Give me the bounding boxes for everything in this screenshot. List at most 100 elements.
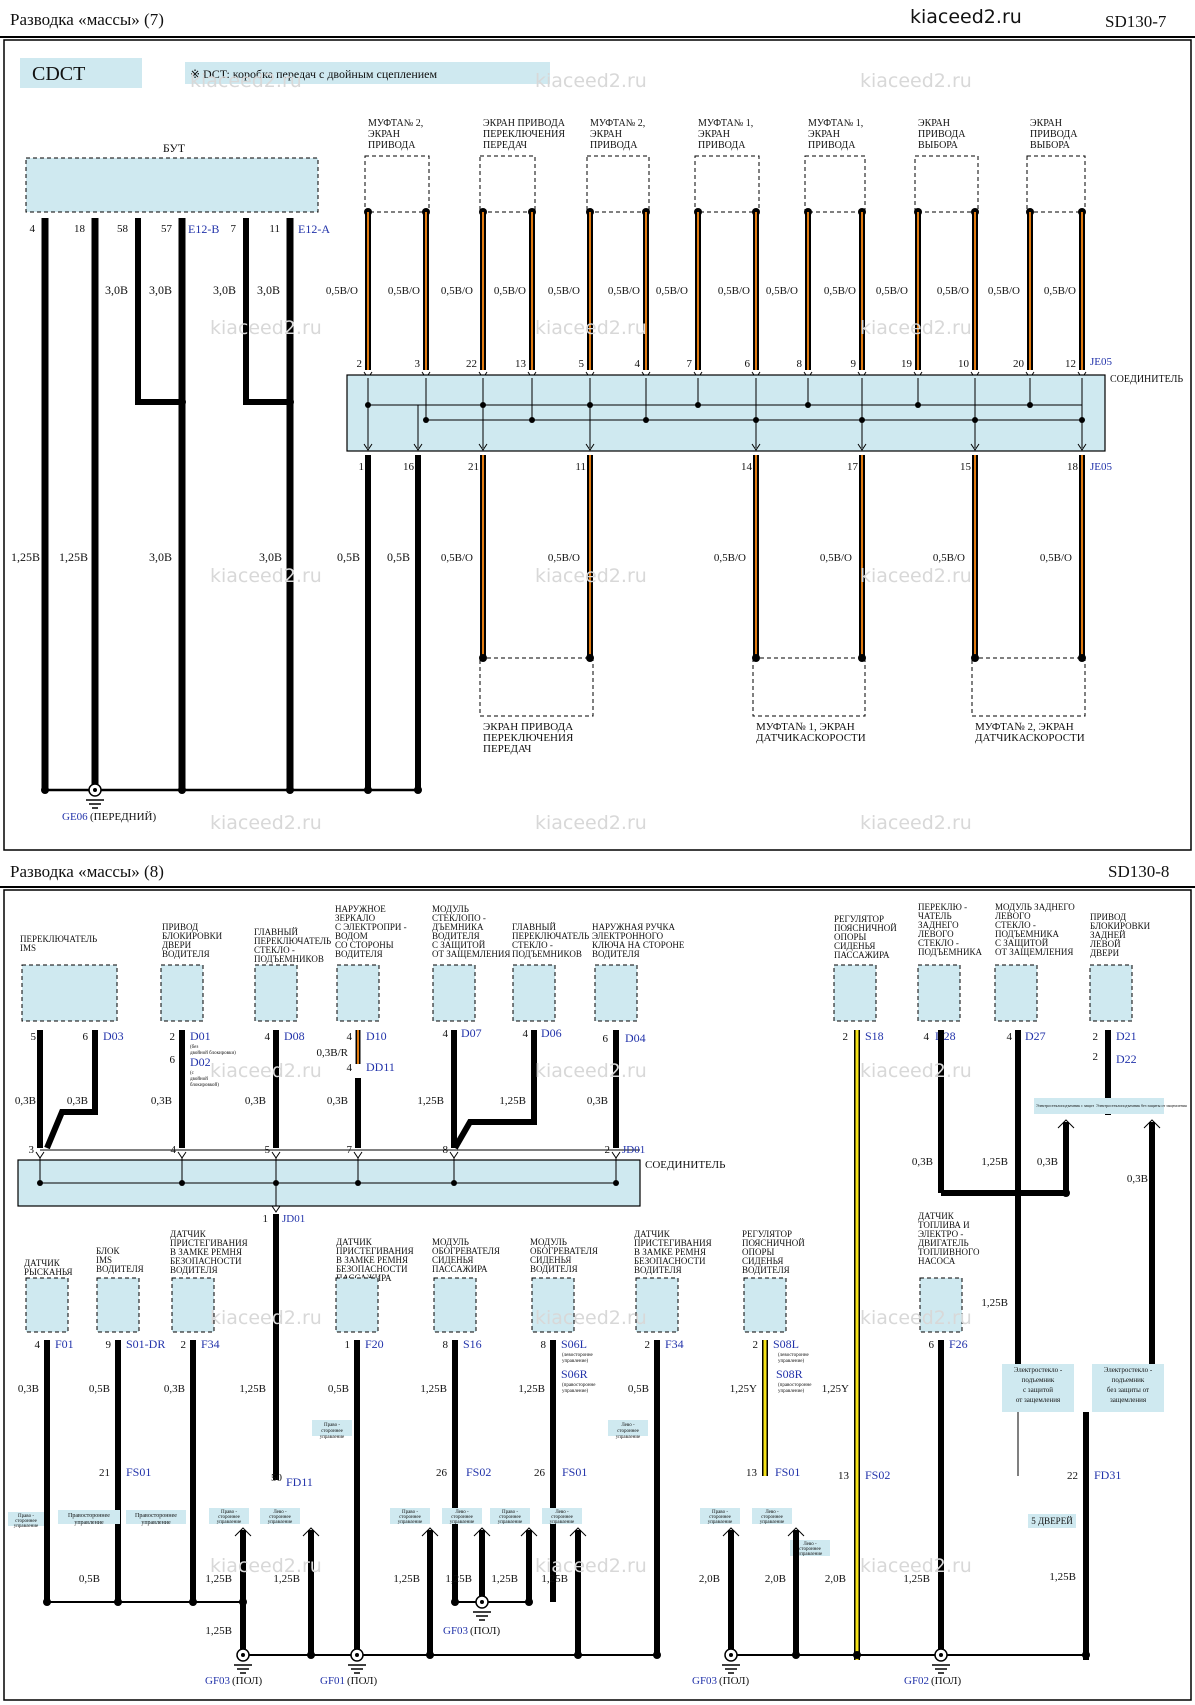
wire-size: 0,3B [912,1156,933,1168]
arrow-down [271,1151,281,1159]
component-label: ТОПЛИВНОГО [918,1247,980,1257]
wire-d03-6 [44,1030,98,1150]
but-pin-label: 58 [117,223,129,235]
ground-sub: (ПОЛ) [470,1625,500,1637]
conn-je05-bot: JE05 [1090,461,1113,473]
component-label: СТЕКЛОПО - [432,913,486,923]
splice-dot [451,1598,459,1606]
splice-dot [178,398,186,406]
pin-label: 3 [29,1144,35,1156]
splice-dot [805,402,811,408]
component-box [21,964,118,1022]
component-label: ВОДИТЕЛЯ [634,1265,682,1275]
component-label: МУФТА№ 1, ЭКРАН [756,721,855,733]
variant-label: стороннее [451,1515,473,1520]
pin-label: 8 [443,1144,449,1156]
variant-label: управление [708,1520,733,1525]
pin-label: 4 [443,1028,449,1040]
component-label: КЛЮЧА НА СТОРОНЕ [592,940,685,950]
conn-fs02b: FS02 [466,1465,491,1479]
cdct-box [20,58,142,88]
component-label: СТЕКЛО - [918,938,959,948]
wire-size: 0,5B/O [876,285,908,297]
component-label: ПАССАЖИРА [432,1264,488,1274]
component-label: ДВИГАТЕЛЬ [918,1238,969,1248]
pin-label: 13 [746,1467,758,1479]
ground-label: GF01 [320,1675,345,1687]
pin-label: 5 [579,358,585,370]
variant-label: Право - [402,1510,418,1515]
component-label: ПОДЪЕМНИКОВ [254,954,324,964]
pin-dot [1078,654,1086,662]
note-label: ※ DCT: коробка передач с двойным сцеплен… [190,67,437,81]
pin-label: 21 [99,1467,110,1479]
wire-size: 1,25Y [822,1383,849,1395]
pin-label: 6 [929,1339,935,1351]
component-label: ПЕРЕКЛЮЧЕНИЯ [483,732,574,744]
component-label: ДАТЧИК [24,1258,61,1268]
conn-fd11: FD11 [286,1475,313,1489]
conn-fs01c: FS01 [775,1465,800,1479]
component-label: ПОЯСНИЧНОЙ [742,1238,805,1248]
component-box [335,1277,379,1333]
component-label: ЭКРАН [808,129,840,140]
component-box [694,155,760,213]
arrow-down [413,443,423,451]
arrow-down [478,443,488,451]
variant-label: стороннее [15,1519,37,1524]
variant-box [1094,1098,1164,1114]
variant-label: Лево - [455,1510,469,1515]
win-variant-box [1092,1364,1164,1412]
pin-label: 2 [181,1339,187,1351]
variant-label: Электростеклоподъемник без защиты от защ… [1096,1103,1187,1108]
arrow-down [449,1151,459,1159]
variant-label: стороннее [399,1515,421,1520]
component-box [512,964,556,1022]
component-label: СО СТОРОНЫ [335,940,394,950]
variant-label: управление [74,1520,104,1526]
but-pin-label: 4 [30,223,36,235]
variant-label: управление [616,1435,641,1440]
component-label: ЭКРАН [918,118,950,129]
wire-size: 0,3B [151,1095,172,1107]
wire-size: 0,3B [327,1095,348,1107]
win-variant-label: от защемления [1016,1396,1061,1404]
arrow-down [1077,443,1087,451]
ground-center [939,1653,943,1657]
variant-box [312,1420,352,1436]
wire-size: 1,25B [393,1573,420,1585]
component-label: РЕГУЛЯТОР [742,1229,792,1239]
component-label: МОДУЛЬ ЗАДНЕГО [995,902,1075,912]
conn-s08r: S08R [776,1367,803,1381]
conn-label: F26 [949,1337,968,1351]
conn-d03: D03 [103,1029,124,1043]
component-label: СИДЕНЬЯ [834,941,875,951]
pin-label: 21 [468,461,479,473]
variant-box [608,1420,648,1436]
component-box [254,964,298,1022]
variant-label: Лево - [803,1542,817,1547]
component-label: ВЫБОРА [918,140,959,151]
footnote: двойной [190,1077,208,1082]
wire-size: 1,25B [420,1383,447,1395]
component-label: ПЕРЕКЛЮЧАТЕЛЬ [512,931,589,941]
component-label: ПАССАЖИРА [834,950,890,960]
variant-label: управление [498,1520,523,1525]
component-box [1089,964,1133,1022]
wire-size: 0,5B/O [718,285,750,297]
component-label: МОДУЛЬ [530,1237,567,1247]
ground-label: GF02 [904,1675,929,1687]
conn-jd01-exit: JD01 [282,1213,305,1225]
component-box [531,1277,575,1333]
component-label: ПРИВОДА [808,140,856,151]
component-box [994,964,1038,1022]
component-box [914,155,979,213]
pin-label: 8 [541,1339,547,1351]
pin-label: 4 [635,358,641,370]
connector-label: СОЕДИНИТЕЛЬ [1110,374,1183,385]
component-label: ЭКРАН ПРИВОДА [483,118,566,129]
component-box [919,1277,963,1333]
wire-size: 1,25B [59,550,88,564]
wire-size: 3,0B [105,283,128,297]
wire-size: 1,25B [981,1297,1008,1309]
